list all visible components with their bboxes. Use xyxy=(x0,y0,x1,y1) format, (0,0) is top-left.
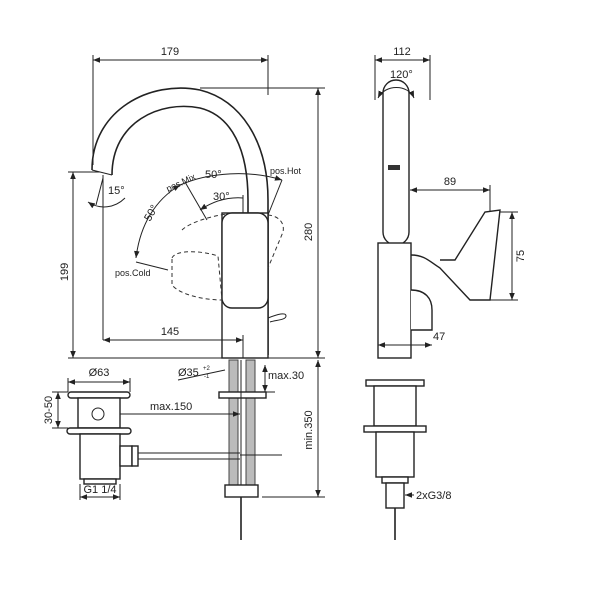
body-side xyxy=(377,242,412,359)
dim-height-total: 280 xyxy=(303,223,315,241)
handle-cold-position xyxy=(171,251,223,301)
dim-body-offset: 47 xyxy=(433,331,445,343)
tol-minus: -1 xyxy=(204,374,210,380)
dim-connections: 2xG3/8 xyxy=(416,490,451,502)
tol-plus: +2 xyxy=(203,366,211,372)
handle-front xyxy=(221,212,269,309)
dim-spout-reach: 145 xyxy=(161,326,179,338)
dim-handle-height: 75 xyxy=(515,250,527,262)
waste-diameter: Ø63 xyxy=(89,367,110,379)
dim-width-top: 179 xyxy=(161,46,179,58)
supply-hose-hot xyxy=(245,359,256,486)
dim-hole-diameter: Ø35 xyxy=(178,367,199,379)
dim-depth: 112 xyxy=(393,46,411,58)
waste-thread: G1 1/4 xyxy=(83,484,116,496)
label-pos-hot: pos.Hot xyxy=(270,166,302,176)
waste-view: Ø63 30-50 G1 1/4 xyxy=(43,367,240,500)
mounting-plate xyxy=(218,391,267,399)
handle-side xyxy=(410,209,501,331)
side-view: 112 120° 89 75 47 2xG3/8 xyxy=(363,46,527,540)
dim-handle-reach: 89 xyxy=(444,176,456,188)
spout-side xyxy=(382,79,410,246)
front-view: 179 280 199 15° 145 50° 50° 30° pos.Mix … xyxy=(59,46,325,540)
waste-pivot xyxy=(91,407,105,421)
label-pos-cold: pos.Cold xyxy=(115,268,151,278)
side-cap xyxy=(365,379,425,387)
dim-max-deck: max.30 xyxy=(268,370,304,382)
label-pos-mix: pos.Mix xyxy=(165,171,198,193)
waste-pipe xyxy=(79,433,121,480)
angle-inner: 30° xyxy=(213,191,230,203)
waste-body xyxy=(77,397,121,429)
dim-spout-height: 199 xyxy=(59,263,71,281)
angle-swivel: 120° xyxy=(390,69,413,81)
angle-cold-mix: 50° xyxy=(142,203,161,223)
dim-max-rod: max.150 xyxy=(150,401,192,413)
dim-min-hose: min.350 xyxy=(303,410,315,449)
supply-hose-cold xyxy=(228,359,239,486)
waste-height-range: 30-50 xyxy=(43,396,55,424)
angle-mix-hot: 50° xyxy=(205,169,222,181)
hose-nuts xyxy=(224,484,259,498)
angle-spout: 15° xyxy=(108,185,125,197)
waste-cap xyxy=(67,391,131,399)
spout-outline xyxy=(91,87,269,355)
